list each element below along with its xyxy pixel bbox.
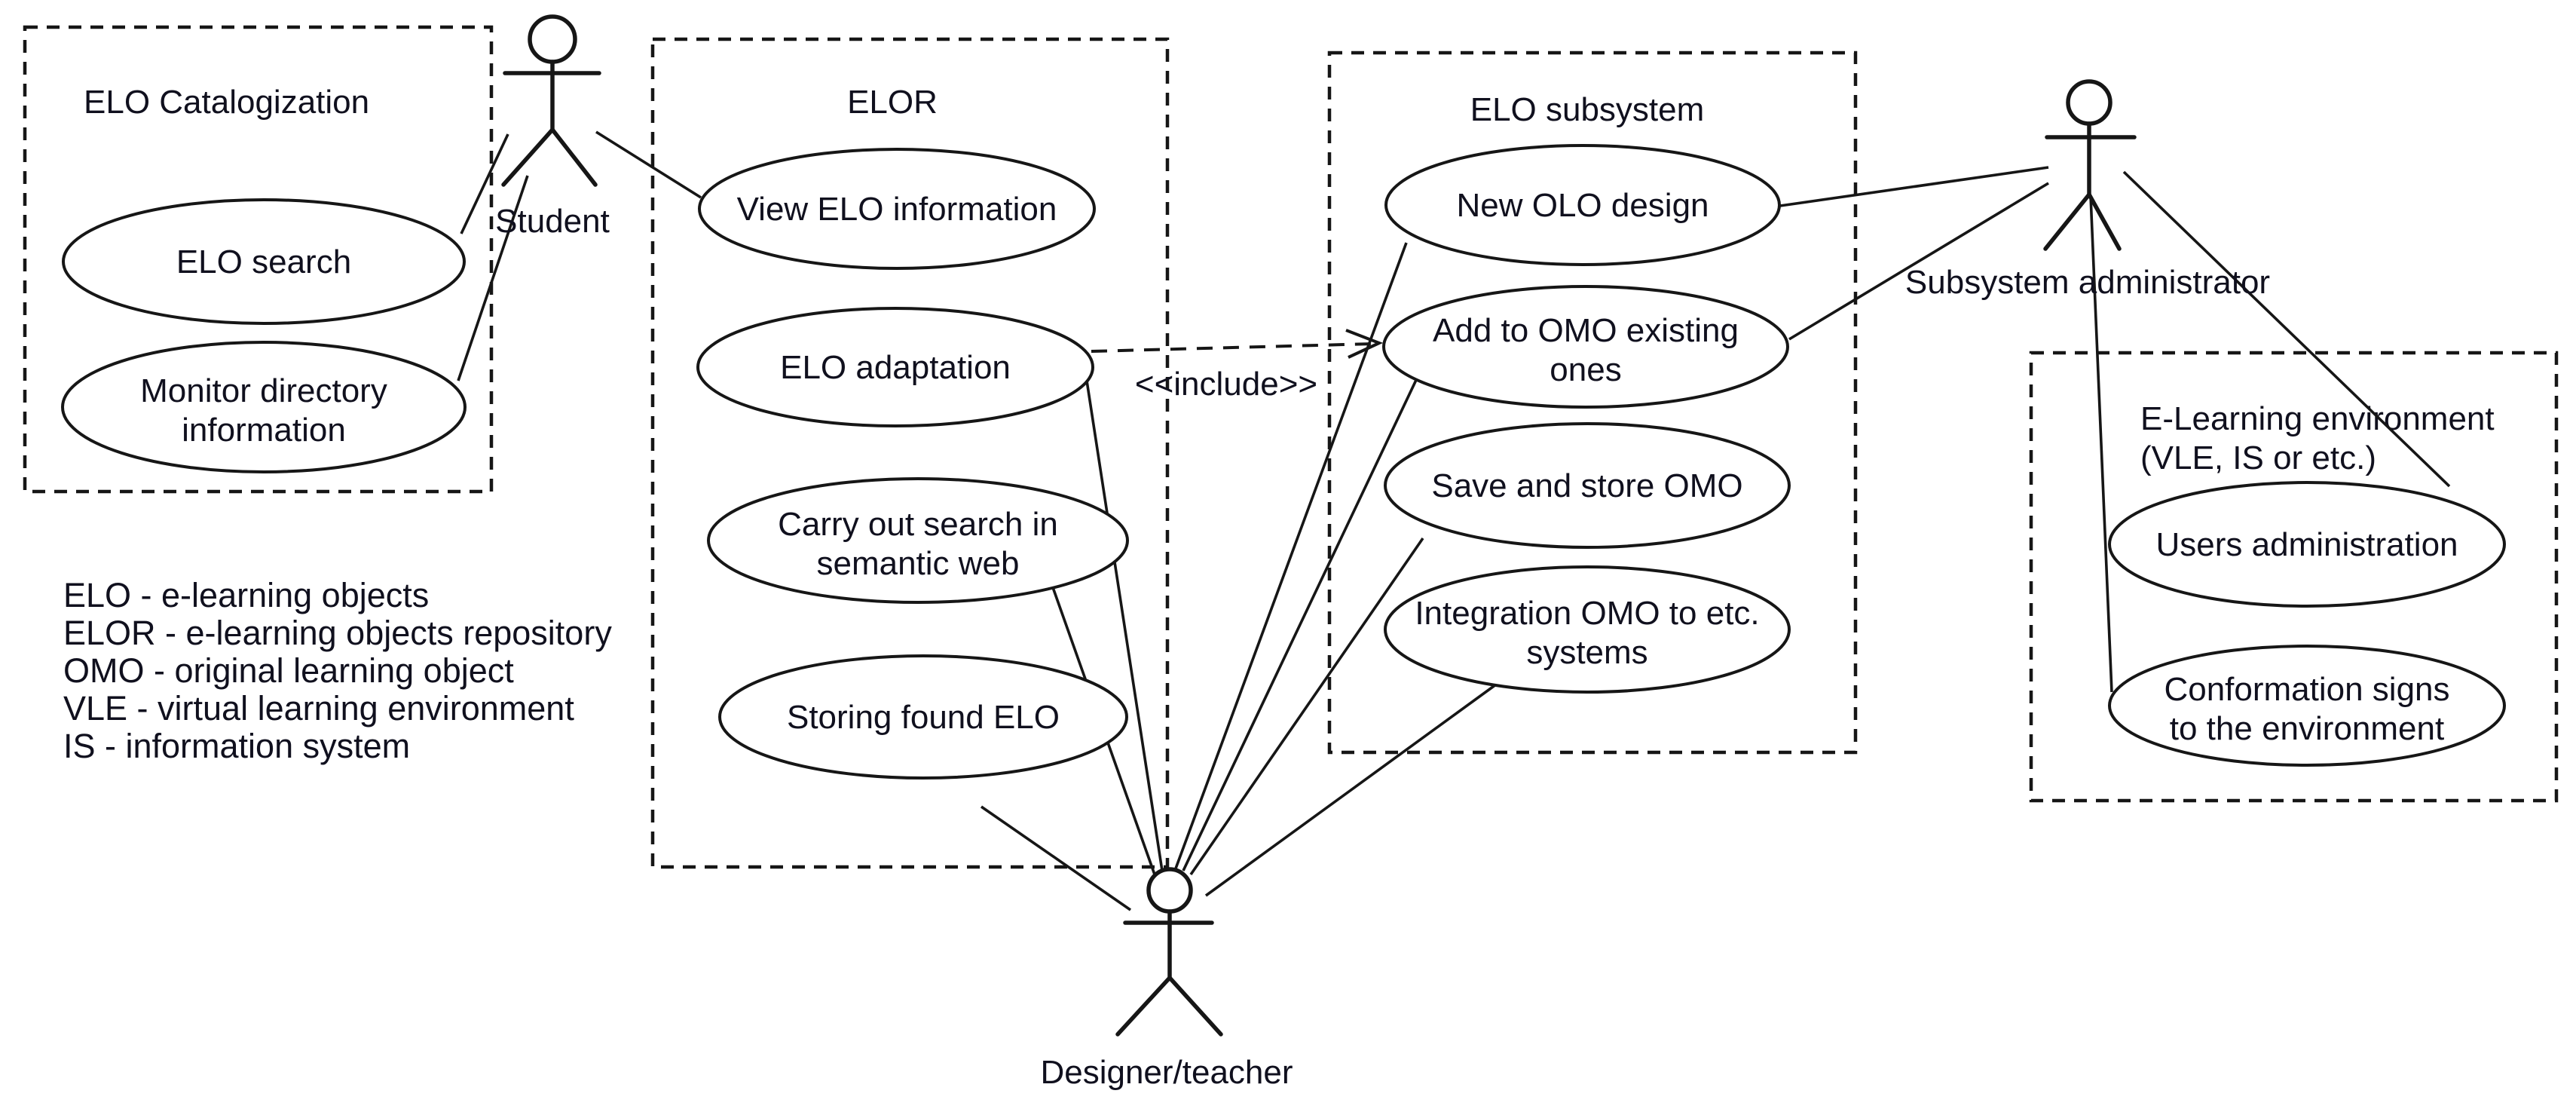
use-case-ellipse	[2108, 645, 2506, 767]
association-designer-add-to-omo	[1182, 378, 1418, 871]
actor-subsystem-administrator: Subsystem administrator	[1905, 79, 2270, 301]
package-elor	[650, 37, 1170, 869]
actor-label-student: Student	[495, 203, 610, 240]
legend-line-elo: ELO - e-learning objects	[63, 576, 429, 614]
actor-right-leg	[2087, 192, 2122, 251]
use-case-label: Storing found ELO	[787, 699, 1060, 736]
use-case-ellipse	[61, 341, 467, 473]
use-case-ellipse	[2108, 481, 2506, 608]
use-case-label: to the environment	[2170, 710, 2444, 747]
use-case-label: Carry out search in	[778, 506, 1058, 543]
use-case-ellipse	[698, 148, 1096, 270]
include-label: <<include>>	[1135, 366, 1317, 403]
use-case-label: ELO search	[176, 244, 351, 280]
package-title-elo-catalogization: ELO Catalogization	[84, 84, 369, 121]
package-title-elor: ELOR	[847, 84, 938, 121]
use-case-users-administration: Users administration	[2108, 481, 2506, 608]
association-designer-save-and-store-omo	[1189, 537, 1424, 876]
association-admin-add-to-omo	[1788, 182, 2049, 341]
association-admin-new-olo-design	[1779, 166, 2049, 207]
actor-right-leg	[1167, 976, 1223, 1037]
use-case-add-to-omo-existing-ones: Add to OMO existing ones	[1382, 285, 1789, 409]
use-case-label: View ELO information	[737, 191, 1057, 228]
package-e-learning-environment	[2029, 351, 2559, 803]
legend-line-elor: ELOR - e-learning objects repository	[63, 614, 612, 652]
use-case-label: ELO adaptation	[780, 349, 1011, 386]
use-case-ellipse	[1384, 422, 1791, 549]
use-case-conformation-signs-to-the-environment: Conformation signs to the environment	[2108, 645, 2506, 767]
use-case-ellipse	[696, 307, 1094, 427]
package-title-elo-subsystem: ELO subsystem	[1470, 91, 1705, 128]
use-case-label: Add to OMO existing	[1433, 312, 1739, 349]
association-student-monitor-directory	[457, 175, 529, 381]
use-case-ellipse	[1384, 144, 1781, 266]
use-case-ellipse	[62, 198, 466, 325]
actor-right-leg	[550, 127, 598, 187]
package-title-e-learning-environment: E-Learning environment	[2140, 400, 2495, 437]
use-case-elo-adaptation: ELO adaptation	[696, 307, 1094, 427]
association-designer-storing-found-elo	[980, 805, 1132, 911]
package-subtitle-e-learning-environment: (VLE, IS or etc.)	[2140, 440, 2376, 476]
association-student-view-elo-information	[595, 130, 702, 199]
association-admin-conformation-signs	[2089, 195, 2113, 693]
package-elo-catalogization	[23, 25, 494, 494]
use-case-ellipse	[718, 654, 1128, 780]
include-dashed-line	[1091, 342, 1374, 353]
association-designer-elo-adaptation	[1085, 380, 1164, 871]
use-case-label: New OLO design	[1456, 187, 1709, 224]
actor-student: Student	[495, 14, 610, 240]
use-case-ellipse	[707, 477, 1129, 604]
actor-head-icon	[528, 14, 577, 64]
use-case-ellipse	[1382, 285, 1789, 409]
association-designer-integration-omo	[1204, 683, 1498, 897]
use-case-new-olo-design: New OLO design	[1384, 144, 1781, 266]
actor-label-designer-teacher: Designer/teacher	[1040, 1054, 1293, 1091]
use-case-label: Conformation signs	[2164, 671, 2449, 708]
legend: ELO - e-learning objects ELOR - e-learni…	[63, 576, 612, 765]
use-case-label: systems	[1526, 634, 1647, 671]
actor-designer-teacher: Designer/teacher	[1040, 867, 1293, 1091]
use-case-storing-found-elo: Storing found ELO	[718, 654, 1128, 780]
use-case-elo-search: ELO search	[62, 198, 466, 325]
use-case-view-elo-information: View ELO information	[698, 148, 1096, 270]
legend-line-is: IS - information system	[63, 727, 410, 765]
actor-head-icon	[2066, 79, 2113, 126]
use-case-label: Monitor directory	[140, 372, 387, 409]
actor-left-leg	[1115, 976, 1172, 1037]
use-case-carry-out-search-in-semantic-web: Carry out search in semantic web	[707, 477, 1129, 604]
use-case-label: Users administration	[2155, 526, 2458, 563]
include-arrowhead-icon	[1345, 329, 1384, 359]
use-case-label: information	[182, 412, 346, 449]
use-case-label: Integration OMO to etc.	[1415, 595, 1759, 632]
use-case-label: Save and store OMO	[1431, 467, 1742, 504]
association-student-elo-search	[460, 133, 509, 234]
include-dependency: <<include>>	[1091, 329, 1384, 403]
use-case-integration-omo-to-etc-systems: Integration OMO to etc. systems	[1384, 565, 1791, 694]
use-case-monitor-directory-information: Monitor directory information	[61, 341, 467, 473]
actor-left-leg	[501, 127, 555, 187]
actor-head-icon	[1146, 867, 1193, 914]
actor-label-subsystem-administrator: Subsystem administrator	[1905, 264, 2270, 301]
use-case-label: semantic web	[816, 545, 1019, 582]
use-case-label: ones	[1550, 351, 1621, 388]
use-case-save-and-store-omo: Save and store OMO	[1384, 422, 1791, 549]
actor-left-leg	[2043, 192, 2091, 251]
package-elo-subsystem	[1327, 51, 1858, 755]
use-case-ellipse	[1384, 565, 1791, 694]
legend-line-vle: VLE - virtual learning environment	[63, 689, 574, 727]
legend-line-omo: OMO - original learning object	[63, 651, 514, 690]
association-admin-users-administration	[2122, 170, 2451, 488]
